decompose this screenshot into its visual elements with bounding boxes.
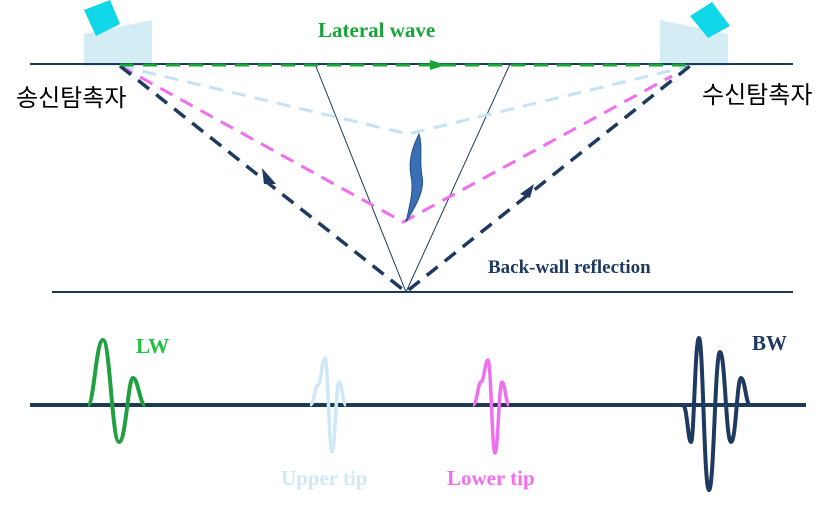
transmitter-label: 송신탐촉자 [16,85,126,112]
receiver-label: 수신탐촉자 [702,82,812,109]
back-wall-label: Back-wall reflection [488,257,651,278]
upper-tip-path [119,64,691,136]
upper-tip-signal [309,356,348,454]
bw-label: BW [752,331,787,355]
lw-label: LW [136,334,169,358]
beam-edge-right [405,63,511,293]
back-wall-path [118,64,692,295]
lateral-wave-arrow [430,60,446,70]
lower-tip-path [119,64,673,224]
lw-signal [86,337,147,445]
back-wall-arrow-up [520,184,534,198]
lower-tip-label: Lower tip [447,466,535,490]
lateral-wave-label: Lateral wave [318,18,435,42]
transmitter-probe-icon [84,0,152,66]
upper-tip-label: Upper tip [281,466,368,490]
bw-signal [681,335,752,493]
back-wall-arrow-down [262,168,276,184]
crack-icon [405,132,424,223]
receiver-probe-icon [660,2,730,66]
lower-tip-signal [471,358,511,455]
beam-edge-left [314,63,407,293]
